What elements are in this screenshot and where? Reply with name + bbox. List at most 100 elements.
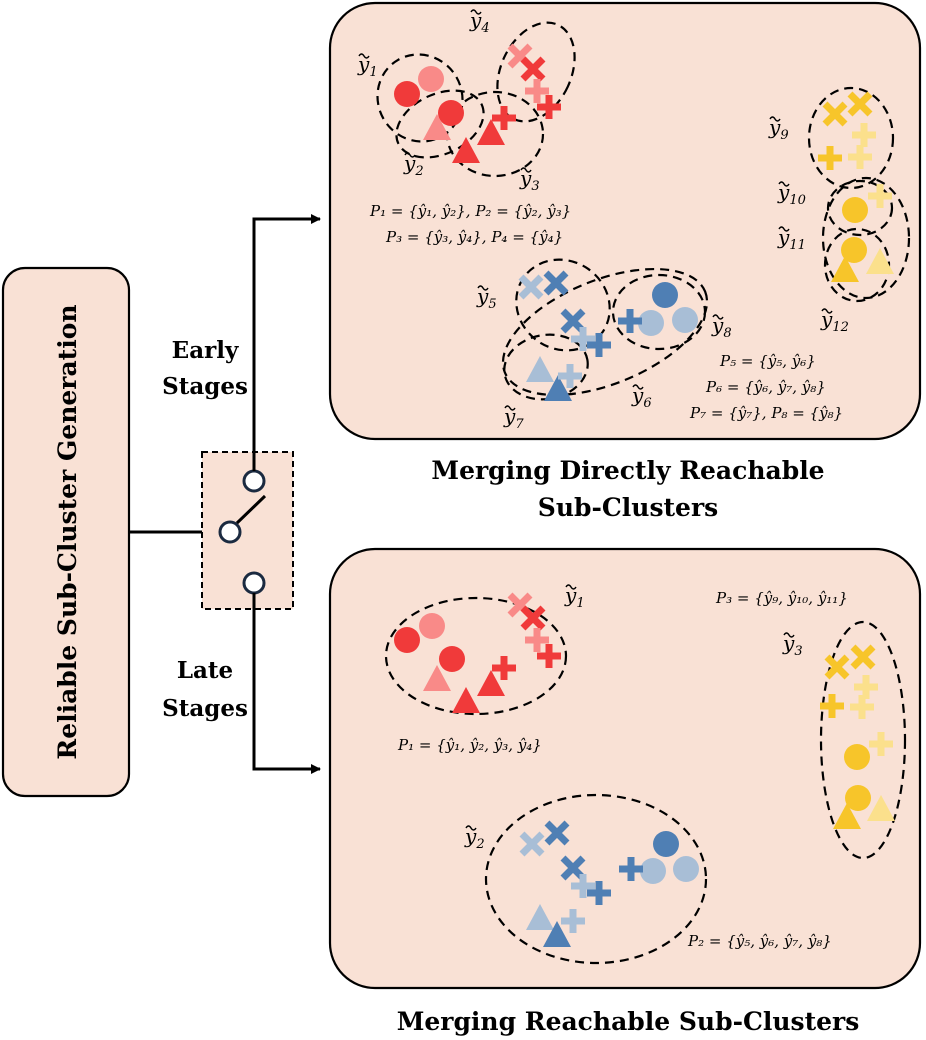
plus-icon — [558, 364, 582, 388]
tilde-accent-icon — [358, 53, 370, 59]
plus-icon — [492, 656, 516, 680]
circle-icon — [640, 858, 666, 884]
late-arrow — [252, 593, 321, 774]
triangle-icon — [452, 687, 480, 713]
plus-icon — [561, 909, 585, 933]
plus-icon — [818, 146, 842, 170]
cross-x-icon — [520, 56, 546, 82]
formula-merged-p1: P₁ = {ŷ₁, ŷ₂, ŷ₃, ŷ₄} — [397, 736, 542, 754]
triangle-icon — [423, 665, 451, 691]
tilde-accent-icon — [520, 167, 532, 173]
formula-p3-p4: P₃ = {ŷ₃, ŷ₄}, P₄ = {ŷ₄} — [385, 228, 563, 246]
plus-icon — [820, 694, 844, 718]
formula-merged-p2: P₂ = {ŷ₅, ŷ₆, ŷ₇, ŷ₈} — [687, 932, 832, 950]
tilde-accent-icon — [404, 152, 416, 158]
circle-icon — [845, 785, 871, 811]
plus-icon — [571, 327, 595, 351]
formula-p6: P₆ = {ŷ₆, ŷ₇, ŷ₈} — [705, 378, 826, 396]
triangle-icon — [477, 119, 505, 145]
bottom-caption: Merging Reachable Sub-Clusters — [397, 1007, 860, 1036]
plus-icon — [854, 675, 878, 699]
subcluster-y7-outline — [503, 333, 589, 401]
bottom-markers — [394, 592, 895, 947]
cross-x-icon — [824, 654, 850, 680]
circle-icon — [394, 627, 420, 653]
cross-x-icon — [544, 820, 570, 846]
early-label-line2: Stages — [162, 373, 248, 400]
subcluster-y10-outline — [826, 179, 894, 237]
plus-icon — [850, 695, 874, 719]
formula-p5: P₅ = {ŷ₅, ŷ₆} — [719, 352, 816, 370]
plus-icon — [492, 106, 516, 130]
tilde-accent-icon — [504, 405, 516, 411]
merged-cluster-1-outline — [384, 596, 568, 716]
plus-icon — [571, 874, 595, 898]
tilde-accent-icon — [465, 825, 477, 831]
subcluster-y5-outline — [515, 258, 611, 352]
merged-cluster-3-outline — [819, 620, 907, 860]
top-panel-box — [328, 1, 922, 441]
circle-icon — [673, 856, 699, 882]
triangle-icon — [833, 803, 861, 829]
plus-icon — [868, 184, 892, 208]
plus-icon — [537, 644, 561, 668]
circle-icon — [653, 831, 679, 857]
early-label-line1: Early — [172, 337, 239, 364]
plus-icon — [869, 732, 893, 756]
tilde-accent-icon — [477, 285, 489, 291]
circle-icon — [439, 646, 465, 672]
tilde-accent-icon — [783, 632, 795, 638]
cross-x-icon — [520, 605, 546, 631]
late-label-line2: Stages — [162, 695, 248, 722]
cross-x-icon — [543, 270, 569, 296]
triangle-icon — [452, 137, 480, 163]
subcluster-y11-outline — [821, 176, 911, 300]
triangle-icon — [544, 375, 572, 401]
cross-x-icon — [850, 644, 876, 670]
stage-switch: Early Stages Late Stages — [129, 214, 321, 774]
plus-icon — [587, 881, 611, 905]
tilde-accent-icon — [778, 181, 790, 187]
tilde-accent-icon — [778, 226, 790, 232]
reliable-subcluster-label: Reliable Sub-Cluster Generation — [53, 304, 82, 759]
triangle-icon — [831, 256, 859, 282]
formula-p1-p2: P₁ = {ŷ₁, ŷ₂}, P₂ = {ŷ₂, ŷ₃} — [369, 202, 571, 220]
circle-icon — [394, 81, 420, 107]
triangle-icon — [526, 356, 554, 382]
circle-icon — [652, 282, 678, 308]
top-caption-line1: Merging Directly Reachable — [431, 456, 824, 485]
circle-icon — [438, 100, 464, 126]
switch-early-terminal-icon — [242, 469, 266, 493]
circle-icon — [842, 197, 868, 223]
circle-icon — [418, 66, 444, 92]
triangle-icon — [866, 248, 894, 274]
plus-icon — [587, 333, 611, 357]
tilde-accent-icon — [470, 9, 482, 15]
plus-icon — [619, 857, 643, 881]
circle-icon — [672, 307, 698, 333]
late-label-line1: Late — [177, 657, 233, 684]
top-panel: y1 y2 y3 y4 y5 y6 y7 y8 y9 y10 y11 y12 P… — [328, 1, 922, 441]
switch-lever-icon — [235, 494, 267, 525]
triangle-icon — [867, 795, 895, 821]
triangle-icon — [423, 114, 451, 140]
plus-icon — [618, 309, 642, 333]
plus-icon — [525, 79, 549, 103]
plus-icon — [525, 628, 549, 652]
early-arrow — [252, 214, 321, 471]
plus-icon — [848, 145, 872, 169]
switch-late-terminal-icon — [242, 571, 266, 595]
top-caption-line2: Sub-Clusters — [538, 493, 718, 522]
circle-icon — [841, 237, 867, 263]
merged-cluster-2-outline — [484, 793, 708, 965]
circle-icon — [419, 613, 445, 639]
triangle-icon — [526, 904, 554, 930]
tilde-accent-icon — [712, 314, 724, 320]
top-markers — [394, 43, 894, 401]
triangle-icon — [543, 921, 571, 947]
subcluster-y6-outline — [501, 267, 709, 397]
formula-p7-p8: P₇ = {ŷ₇}, P₈ = {ŷ₈} — [689, 404, 843, 422]
triangle-icon — [477, 670, 505, 696]
cross-x-icon — [519, 831, 545, 857]
